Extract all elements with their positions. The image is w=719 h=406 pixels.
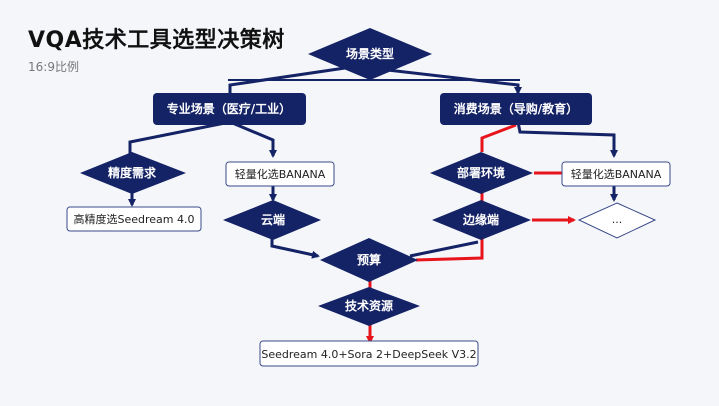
node-budget-label: 预算 [357, 252, 381, 267]
node-light-right: 轻量化选BANANA [561, 161, 671, 187]
node-consumer-label: 消费场景（导购/教育） [454, 101, 578, 116]
node-professional-label: 专业场景（医疗/工业） [167, 101, 291, 116]
node-consumer: 消费场景（导购/教育） [440, 93, 592, 125]
node-edge-label: 边缘端 [462, 212, 499, 227]
node-light-left-label: 轻量化选BANANA [235, 167, 326, 181]
edge-cloud-to-budget [270, 235, 320, 259]
node-deploy-env: 部署环境 [430, 152, 533, 194]
node-tech-resource-label: 技术资源 [345, 298, 393, 313]
page-subtitle: 16:9比例 [28, 60, 79, 74]
edge-scene-to-professional [228, 66, 346, 93]
node-high-precision: 高精度选Seedream 4.0 [66, 206, 202, 232]
node-tech-resource: 技术资源 [318, 287, 420, 326]
node-deploy-env-label: 部署环境 [457, 165, 505, 180]
node-ellipsis: ... [577, 202, 657, 239]
node-scene-type: 场景类型 [308, 28, 432, 80]
node-budget: 预算 [320, 238, 418, 282]
node-cloud-label: 云端 [261, 212, 285, 227]
node-scene-type-label: 场景类型 [346, 46, 394, 61]
node-ellipsis-label: ... [612, 213, 623, 226]
node-precision: 精度需求 [80, 152, 186, 194]
edge-edge-to-budget [415, 237, 484, 262]
edge-professional-to-precision [128, 120, 231, 156]
node-precision-label: 精度需求 [108, 165, 157, 180]
node-light-right-label: 轻量化选BANANA [571, 167, 662, 181]
edge-edge-to-budget-navy [409, 240, 479, 258]
edge-consumer-to-light-right [516, 121, 618, 158]
edge-consumer-to-deploy [480, 123, 517, 152]
node-high-precision-label: 高精度选Seedream 4.0 [74, 212, 195, 226]
node-professional: 专业场景（医疗/工业） [153, 93, 306, 125]
node-edge: 边缘端 [432, 200, 531, 240]
node-light-left: 轻量化选BANANA [225, 161, 335, 187]
node-final-label: Seedream 4.0+Sora 2+DeepSeek V3.2 [261, 348, 476, 361]
page-title: VQA技术工具选型决策树 [28, 28, 285, 53]
edge-scene-to-consumer [369, 66, 522, 95]
node-cloud: 云端 [223, 200, 321, 240]
edge-professional-to-light-left [229, 120, 277, 158]
node-final: Seedream 4.0+Sora 2+DeepSeek V3.2 [259, 340, 479, 367]
